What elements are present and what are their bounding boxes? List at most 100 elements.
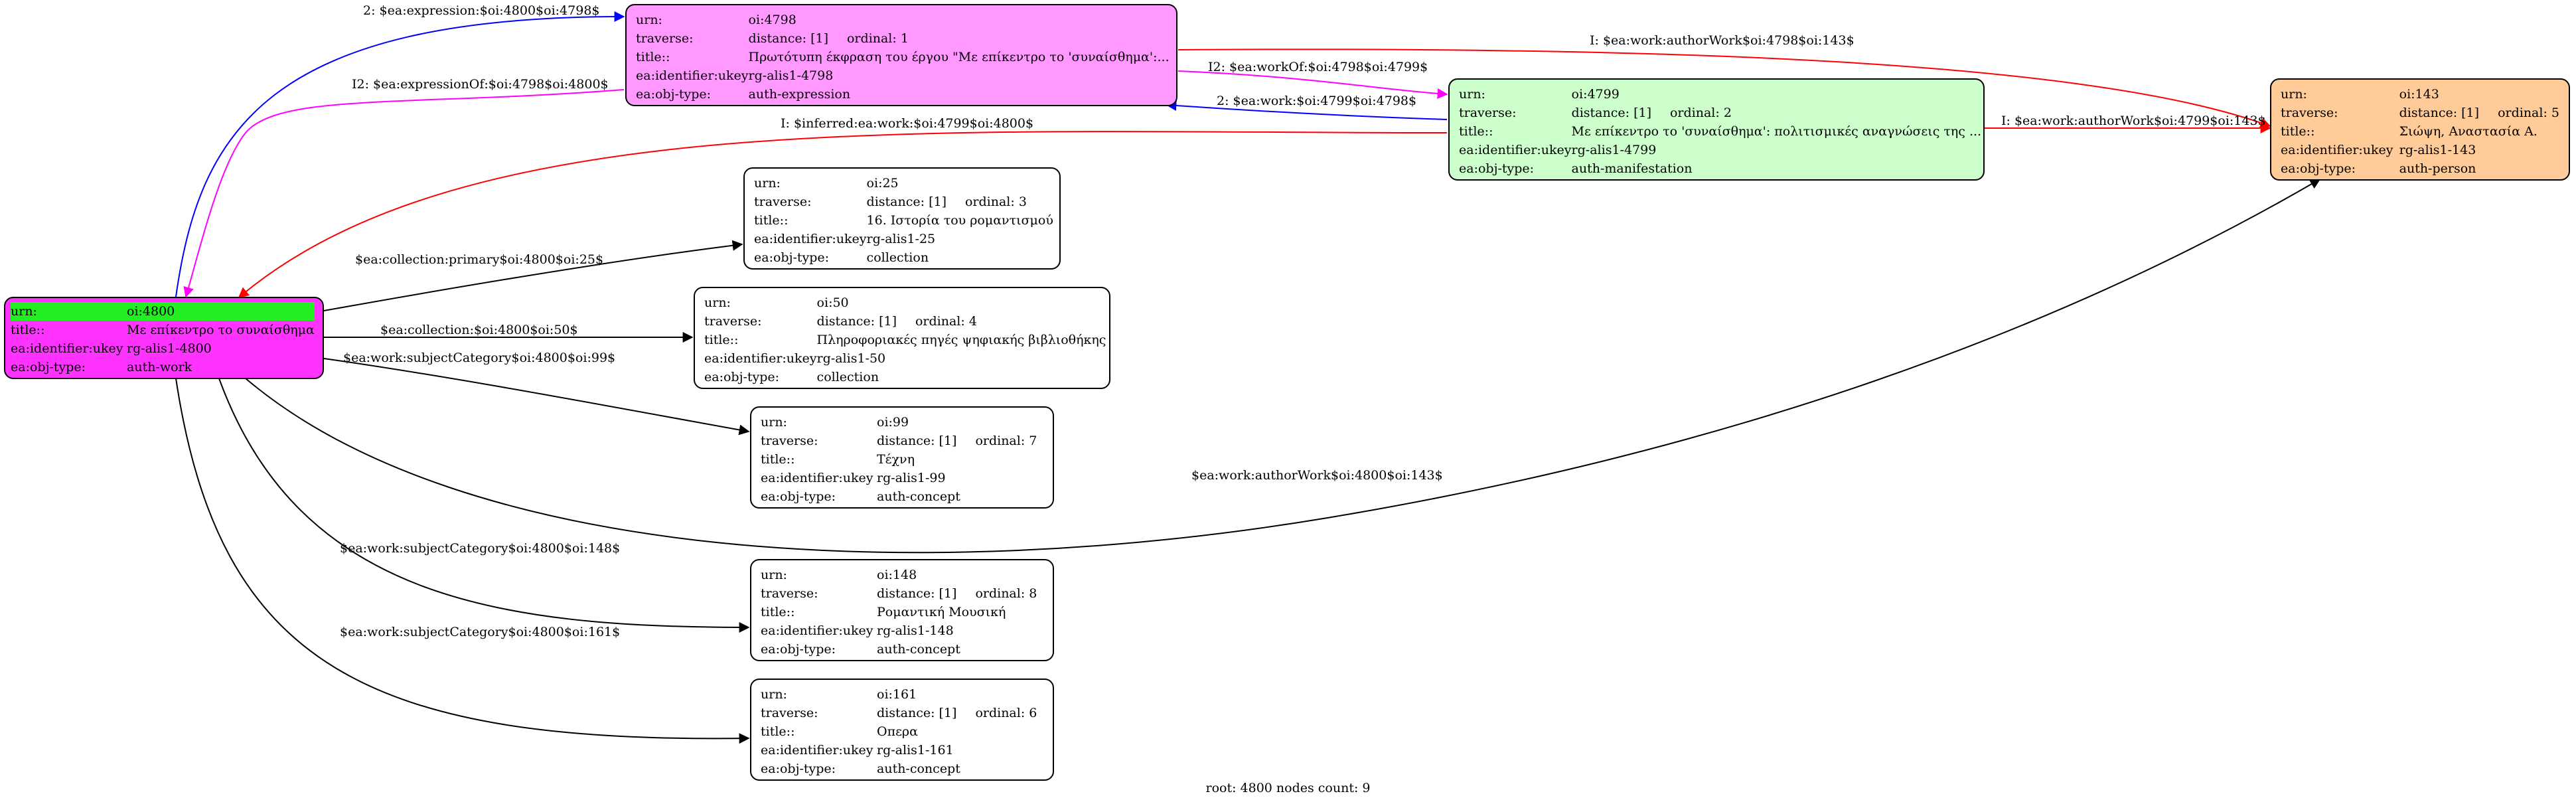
edge-label-subject-148: $ea:work:subjectCategory$oi:4800$oi:148$ (340, 541, 620, 556)
node-key: urn: (761, 415, 787, 430)
node-oi-4798[interactable]: urn:oi:4798 traverse:distance: [1]ordina… (625, 4, 1177, 106)
graph-footer: root: 4800 nodes count: 9 (1205, 781, 1371, 795)
node-key: title:: (761, 724, 795, 739)
edge-authorWork-4800 (245, 179, 2321, 554)
node-key: ea:identifier:ukey (754, 232, 867, 246)
node-distance: distance: [1] (877, 706, 957, 720)
node-key: urn: (761, 687, 787, 702)
node-key: ea:obj-type: (2281, 161, 2356, 176)
node-key: title:: (11, 323, 45, 337)
node-urn: oi:4798 (748, 13, 796, 27)
node-ukey: rg-alis1-25 (866, 232, 936, 246)
edge-label-authorWork-4798: I: $ea:work:authorWork$oi:4798$oi:143$ (1590, 33, 1855, 48)
edge-label-work: 2: $ea:work:$oi:4799$oi:4798$ (1217, 94, 1416, 108)
node-ordinal: ordinal: 5 (2498, 106, 2559, 120)
node-oi-143[interactable]: urn: oi:143 traverse: distance: [1] ordinal… (2270, 78, 2570, 181)
node-key: traverse: (754, 195, 812, 209)
node-title: Με επίκεντρο το 'συναίσθημα': πολιτισμικ… (1571, 124, 1982, 139)
edge-authorWork-4798 (1177, 48, 2271, 128)
node-key: ea:identifier:ukey (1459, 143, 1572, 157)
edge-label-authorWork-4799: I: $ea:work:authorWork$oi:4799$oi:143$ (2001, 114, 2266, 128)
node-type: auth-concept (877, 489, 960, 504)
node-key: ea:identifier:ukey (761, 623, 873, 638)
node-ukey: rg-alis1-50 (816, 351, 886, 366)
node-key: title:: (2281, 124, 2315, 139)
node-title: Πρωτότυπη έκφραση του έργου "Με επίκεντρ… (748, 50, 1170, 64)
node-key: urn: (1459, 87, 1485, 102)
node-key: urn: (11, 302, 127, 321)
node-type: auth-concept (877, 642, 960, 657)
node-ordinal: ordinal: 4 (915, 314, 977, 329)
edge-collection-25 (323, 240, 743, 311)
node-ordinal: ordinal: 6 (975, 706, 1037, 720)
node-ukey: rg-alis1-4799 (1571, 143, 1657, 157)
edge-label-expression: 2: $ea:expression:$oi:4800$oi:4798$ (363, 3, 600, 18)
node-urn: oi:143 (2399, 87, 2439, 102)
node-oi-148[interactable]: urn:oi:148 traverse:distance: [1]ordinal… (750, 559, 1054, 661)
node-ordinal: ordinal: 7 (975, 434, 1037, 448)
node-key: traverse: (2281, 106, 2338, 120)
node-distance: distance: [1] (877, 434, 957, 448)
node-urn: oi:50 (816, 295, 849, 310)
node-ukey: rg-alis1-161 (877, 743, 954, 758)
node-oi-50[interactable]: urn: oi:50 traverse: distance: [1] ordinal:… (694, 287, 1110, 389)
edge-work (1166, 100, 1448, 120)
edge-label-collection-50: $ea:collection:$oi:4800$oi:50$ (380, 323, 578, 337)
node-key: title:: (754, 213, 789, 228)
edge-inferred (238, 131, 1448, 299)
node-title: Με επίκεντρο το συναίσθημα (127, 323, 315, 337)
node-oi-161[interactable]: urn:oi:161 traverse:distance: [1]ordinal… (750, 679, 1054, 781)
node-ukey: rg-alis1-4798 (748, 68, 834, 83)
node-distance: distance: [1] (877, 586, 957, 601)
node-key: title:: (636, 50, 670, 64)
node-key: urn: (704, 295, 731, 310)
node-key: ea:obj-type: (761, 642, 836, 657)
node-key: traverse: (761, 434, 818, 448)
node-title: Τέχνη (877, 452, 915, 467)
node-key: traverse: (704, 314, 762, 329)
node-urn: oi:4799 (1571, 87, 1620, 102)
node-key: ea:obj-type: (11, 360, 86, 374)
node-oi-4799[interactable]: urn:oi:4799 traverse:distance: [1]ordina… (1448, 78, 1985, 181)
edge-subject-161 (175, 378, 750, 744)
node-key: ea:identifier:ukey (2281, 143, 2393, 157)
node-key: urn: (761, 568, 787, 582)
node-key: ea:obj-type: (704, 370, 780, 384)
node-key: ea:identifier:ukey (761, 743, 873, 758)
node-urn: oi:99 (877, 415, 909, 430)
edge-expressionOf (183, 89, 625, 298)
node-distance: distance: [1] (866, 195, 947, 209)
node-key: ea:identifier:ukey (636, 68, 749, 83)
node-key: traverse: (761, 586, 818, 601)
edge-label-authorWork-4800: $ea:work:authorWork$oi:4800$oi:143$ (1191, 468, 1443, 483)
node-key: title:: (761, 452, 795, 467)
node-key: urn: (2281, 87, 2307, 102)
node-type: auth-concept (877, 762, 960, 776)
node-key: ea:identifier:ukey (761, 471, 873, 485)
edge-label-collection-25: $ea:collection:primary$oi:4800$oi:25$ (355, 252, 603, 267)
node-type: auth-work (127, 360, 192, 374)
node-key: title:: (761, 605, 795, 619)
node-distance: distance: [1] (816, 314, 897, 329)
node-type: auth-manifestation (1571, 161, 1693, 176)
node-urn: oi:148 (877, 568, 917, 582)
edge-subject-148 (218, 378, 750, 633)
node-urn-row: urn:oi:4800 (11, 302, 315, 321)
node-oi-4800[interactable]: urn:oi:4800 title::Με επίκεντρο το συναί… (4, 297, 324, 379)
node-distance: distance: [1] (2399, 106, 2480, 120)
node-type: collection (866, 250, 929, 265)
node-ukey: rg-alis1-148 (877, 623, 954, 638)
node-ordinal: ordinal: 3 (964, 195, 1027, 209)
node-key: traverse: (761, 706, 818, 720)
node-distance: distance: [1] (1571, 106, 1651, 120)
node-key: ea:identifier:ukey (11, 341, 123, 356)
edge-label-subject-99: $ea:work:subjectCategory$oi:4800$oi:99$ (343, 351, 615, 365)
node-ukey: rg-alis1-143 (2399, 143, 2476, 157)
node-oi-25[interactable]: urn:oi:25 traverse:distance: [1]ordinal:… (743, 167, 1061, 270)
node-ukey: rg-alis1-99 (877, 471, 946, 485)
node-key: urn: (636, 13, 662, 27)
node-oi-99[interactable]: urn: oi:99 traverse: distance: [1] ordinal:… (750, 406, 1054, 509)
node-key: ea:obj-type: (761, 762, 836, 776)
node-key: title:: (1459, 124, 1493, 139)
node-key: ea:obj-type: (636, 87, 712, 102)
